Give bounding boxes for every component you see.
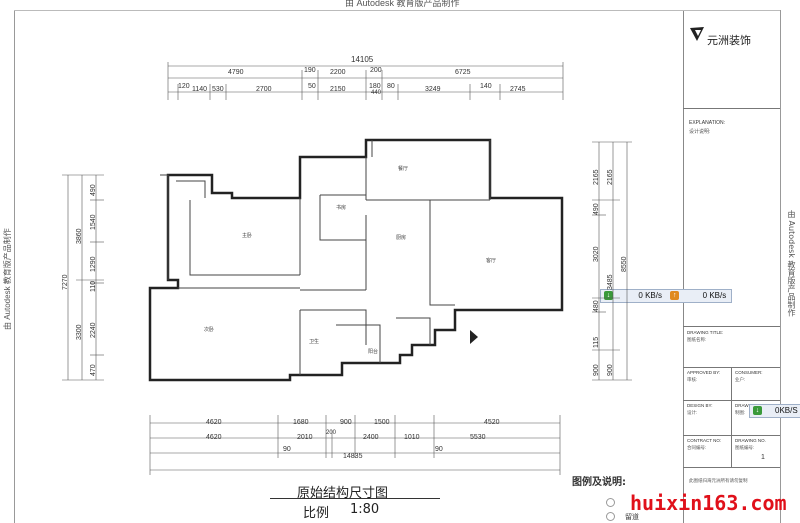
dim-left-c3-0: 490 [90, 184, 97, 196]
drawing-no-cn: 图纸编号: [735, 445, 755, 450]
dim-bot-r1-4: 4520 [484, 419, 500, 426]
dim-left-c2-1: 3300 [76, 324, 83, 340]
dim-right-c1-0: 2165 [593, 169, 600, 185]
room-restaurant: 餐厅 [398, 166, 409, 172]
download-speed: 0 KB/s [638, 291, 662, 300]
dim-right-c3-0: 8550 [621, 256, 628, 272]
sheet-number: 1 [761, 454, 765, 461]
dim-left-c3-1: 1540 [90, 214, 97, 230]
company-name: 元洲装饰 [707, 34, 751, 47]
download-arrow-icon: ↓ [604, 291, 613, 300]
contract-cn: 合同编号: [687, 445, 707, 450]
dim-top-r2-3: 200 [370, 67, 382, 74]
contract-label: CONTRACT NO: [687, 438, 722, 443]
room-kitchen: 厨房 [396, 235, 407, 241]
top-watermark: 由 Autodesk 教育版产品制作 [345, 0, 460, 8]
floor-plan [62, 62, 632, 475]
dim-bot-r2-4: 1010 [404, 434, 420, 441]
network-speed-widget[interactable]: ↓ 0 KB/s ↑ 0 KB/s [600, 289, 732, 303]
scale-value: 1:80 [350, 502, 380, 517]
room-second-bed: 次卧 [204, 327, 215, 333]
dim-top-r2-2: 2200 [330, 69, 346, 76]
dim-top-r3-3: 2700 [256, 86, 272, 93]
dim-top-r2-1: 190 [304, 67, 316, 74]
scale-label: 比例 [303, 506, 330, 521]
right-watermark: 由 Autodesk 教育版产品制作 [787, 210, 796, 317]
dim-top-r3-4: 50 [308, 83, 316, 90]
dim-bot-r1-2: 900 [340, 419, 352, 426]
dim-left-c3-5: 470 [90, 364, 97, 376]
site-watermark: huixin163.com [630, 491, 787, 515]
dim-bot-r2-0: 4620 [206, 434, 222, 441]
company-logo [689, 26, 705, 42]
dim-top-r3-10: 140 [480, 83, 492, 90]
title-block: 元洲装饰 EXPLANATION: 设计说明: DRAWING TITLE: 图… [683, 10, 780, 523]
design-label: DESIGN BY: [687, 403, 713, 408]
drawing-title: 原始结构尺寸图 [297, 486, 389, 501]
upload-arrow-icon: ↑ [670, 291, 680, 300]
dim-bot-r1-0: 4620 [206, 419, 222, 426]
dim-top-r3-7: 440 [371, 90, 382, 96]
dim-top-r3-9: 3249 [425, 86, 441, 93]
consumer-cn: 业户: [735, 377, 746, 382]
dim-top-r2-0: 4790 [228, 69, 244, 76]
download-speed-2: 0KB/S [775, 406, 798, 415]
dim-left-c3-4: 2240 [90, 322, 97, 338]
dim-left-c2-0: 3860 [76, 228, 83, 244]
approved-label: APPROVED BY: [687, 370, 721, 375]
legend-heading: 图例及说明: [572, 477, 626, 488]
approved-cn: 审核: [687, 377, 698, 382]
dim-bot-r2-3: 2400 [363, 434, 379, 441]
consumer-label: CONSUMER: [735, 370, 763, 375]
dim-top-r3-8: 80 [387, 83, 395, 90]
explanation-cn: 设计说明: [689, 129, 711, 135]
design-cn: 设计: [687, 410, 698, 415]
dim-right-c2-0: 2165 [607, 169, 614, 185]
upload-speed: 0 KB/s [702, 291, 727, 300]
room-balcony: 阳台 [368, 349, 379, 355]
room-master-bed: 主卧 [242, 233, 253, 239]
drawing-no-label: DRAWING NO. [735, 438, 766, 443]
dim-right-c1-2: 3020 [593, 246, 600, 262]
dim-right-c2-1: 3485 [607, 274, 614, 290]
dim-top-r3-11: 2745 [510, 86, 526, 93]
dim-top-r3-1: 1140 [192, 86, 208, 93]
dim-top-r3-6: 180 [369, 83, 381, 90]
dim-bot-r1-3: 1500 [374, 419, 390, 426]
explanation-label: EXPLANATION: [689, 120, 726, 126]
dim-top-r3-2: 530 [212, 86, 224, 93]
dim-left-c3-2: 1290 [90, 256, 97, 272]
dim-bot-r3-1: 90 [435, 446, 443, 453]
dim-bot-r2-2: 200 [326, 430, 337, 436]
dim-right-c1-5: 900 [593, 364, 600, 376]
dim-bot-r3-0: 90 [283, 446, 291, 453]
room-bath: 卫生 [309, 339, 320, 345]
dim-bot-total: 14835 [343, 453, 363, 460]
room-living: 客厅 [486, 258, 497, 264]
drawing-title-cn: 图纸名称: [687, 337, 707, 342]
dim-right-c1-1: 490 [593, 203, 600, 215]
legend-item: 留道 [625, 513, 639, 521]
dim-top-r3-0: 120 [178, 83, 190, 90]
download-arrow-icon-2: ↓ [753, 406, 762, 415]
drawn-cn: 制图: [735, 410, 746, 415]
room-study: 书房 [336, 205, 347, 211]
dim-left-total: 7270 [62, 274, 69, 290]
legend-radio-1 [606, 498, 615, 507]
dim-right-c2-2: 900 [607, 364, 614, 376]
footer-note: 此图纸归海元洲所有请勿复制 [689, 478, 748, 483]
dim-right-c1-3: 480 [593, 300, 600, 312]
dim-top-r3-5: 2150 [330, 86, 346, 93]
drawn-label: DRAWN [735, 403, 752, 408]
drawing-title-label: DRAWING TITLE: [687, 330, 724, 335]
dim-bot-r2-1: 2010 [297, 434, 313, 441]
dim-bot-r1-1: 1680 [293, 419, 309, 426]
dim-top-r2-4: 6725 [455, 69, 471, 76]
network-speed-widget-2[interactable]: ↓ 0KB/S [749, 404, 800, 418]
dim-bot-r2-5: 5530 [470, 434, 486, 441]
dim-left-c3-3: 110 [90, 280, 97, 292]
legend-radio-2 [606, 512, 615, 521]
dim-top-total: 14105 [351, 55, 374, 64]
dim-right-c1-4: 115 [593, 336, 600, 348]
